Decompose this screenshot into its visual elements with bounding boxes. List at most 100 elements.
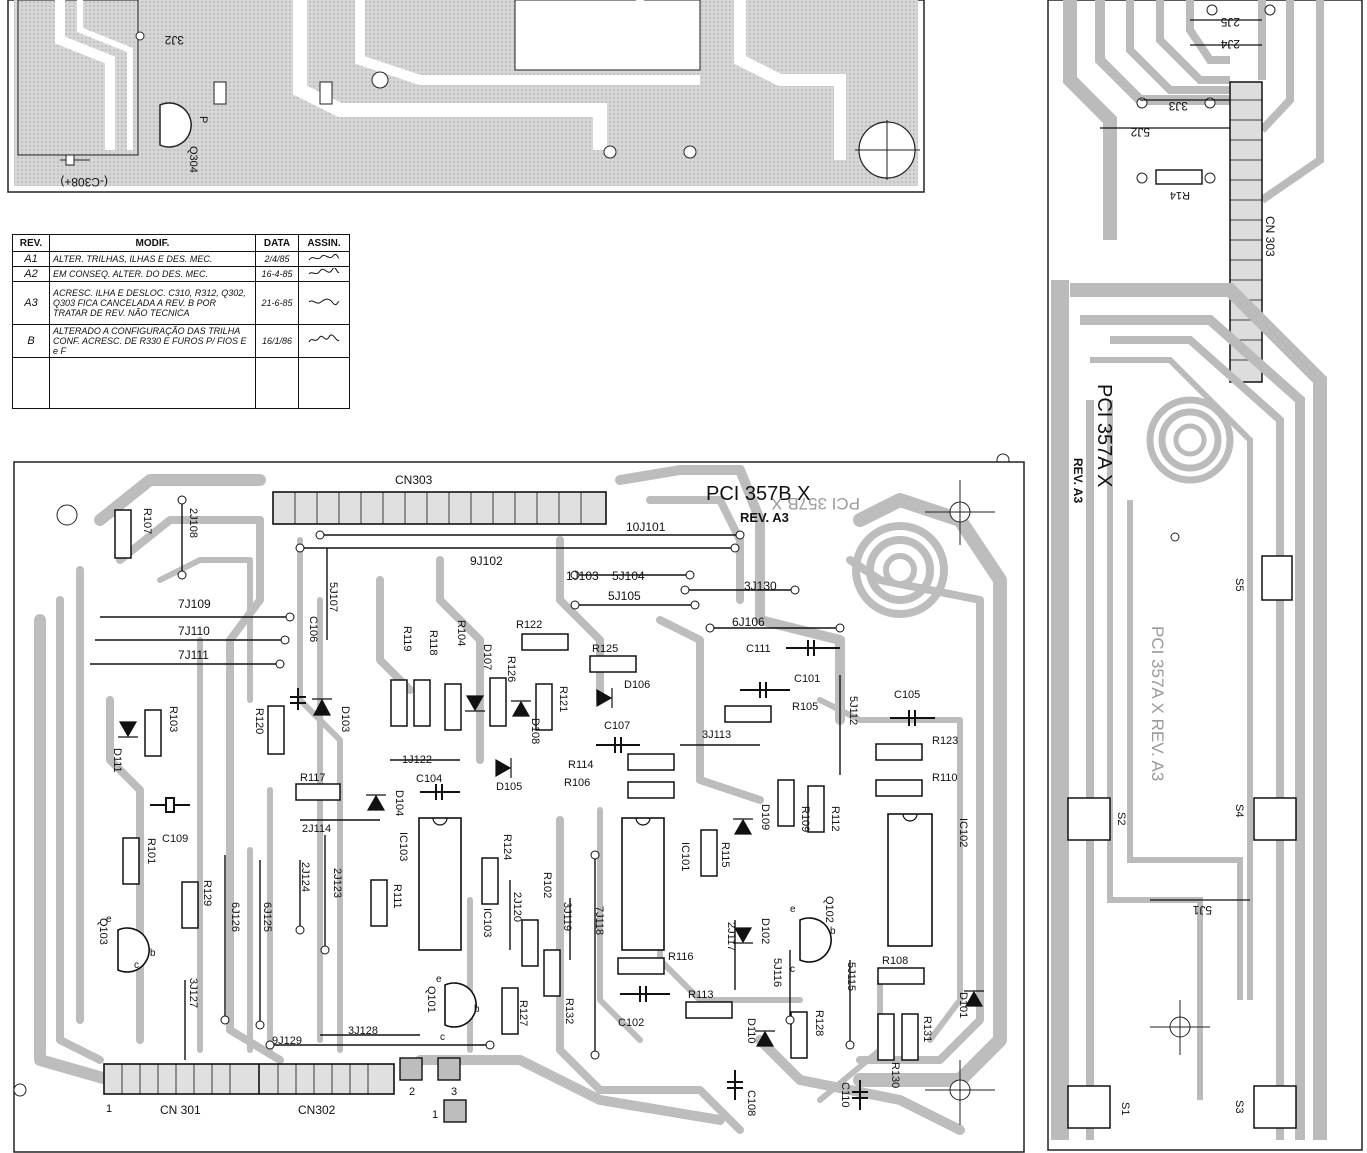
resistor-label: R116 (668, 951, 693, 963)
resistor-label: R130 (889, 1062, 901, 1088)
ic-label: IC103 (397, 832, 409, 861)
revision-signature (298, 266, 350, 282)
resistor-label: R108 (882, 955, 908, 967)
ic-label: IC103 (481, 908, 493, 937)
resistor-label: R112 (829, 806, 841, 831)
jumper-label: 2J117 (725, 922, 737, 951)
jumper-label: 9J129 (272, 1035, 302, 1047)
switch-label: S4 (1233, 804, 1245, 817)
resistor-label: R102 (541, 872, 553, 898)
resistor-label: R115 (719, 842, 731, 867)
diode-label: D103 (339, 706, 351, 732)
diode-label: D102 (759, 918, 771, 944)
switch-label: S1 (1119, 1102, 1131, 1115)
header-assin: ASSIN. (298, 234, 350, 252)
jumper-label: 5J104 (612, 569, 645, 583)
pad-label: 2 (409, 1086, 415, 1098)
jumper-label: 1J122 (402, 754, 432, 766)
transistor-pin-label: c (134, 960, 139, 971)
right-board: 2J5 2J4 3J3 5J2 R14 CN 303 PCI 357A X RE… (996, 0, 1363, 1151)
jumper-label: 5J107 (327, 582, 339, 612)
diode-label: D111 (111, 748, 123, 773)
revision-code: A1 (12, 251, 50, 267)
jumper-label: 7J118 (593, 906, 605, 935)
diode-label: D107 (481, 644, 493, 670)
jumper-label: 6J126 (229, 902, 241, 932)
jumper-label: 7J109 (178, 597, 211, 611)
transistor-pin-label: c (790, 964, 795, 975)
resistor-label: R129 (201, 880, 213, 906)
transistor-label: Q103 (97, 918, 109, 945)
right-board-jumper-label: 5J1 (1192, 903, 1212, 917)
switch-label: S2 (1115, 812, 1127, 825)
jumper-label: 2J114 (302, 823, 331, 835)
revision-signature (298, 324, 350, 358)
resistor-label: R111 (391, 884, 403, 909)
revision-code: A3 (12, 281, 50, 325)
jumper-label: 2J108 (187, 508, 199, 538)
resistor-label: R124 (501, 834, 513, 860)
resistor-label: R127 (517, 1000, 529, 1026)
transistor-pin-label: e (436, 974, 442, 985)
capacitor-label: C105 (894, 689, 920, 701)
connector-cn302-label: CN302 (298, 1103, 336, 1117)
top-board-label: 3J2 (164, 33, 184, 47)
resistor-label: R131 (921, 1016, 933, 1042)
revision-date: 21-6-85 (255, 281, 299, 325)
jumper-label: 2J124 (299, 862, 311, 892)
revision-table-header: REV. MODIF. DATA ASSIN. (12, 234, 350, 252)
transistor-pin-label: b (474, 1004, 480, 1015)
connector-cn301-label: CN 301 (160, 1103, 201, 1117)
right-board-revision: REV. A3 (1071, 458, 1085, 503)
jumper-label: 5J105 (608, 589, 641, 603)
right-board-connector-label: CN 303 (1263, 216, 1277, 257)
resistor-label: R105 (792, 701, 818, 713)
top-board: 3J2 (-C308+) Q304 P (7, 0, 925, 193)
revision-description: ALTER. TRILHAS, ILHAS E DES. MEC. (49, 251, 256, 267)
resistor-label: R123 (932, 735, 958, 747)
revision-row: B ALTERADO A CONFIGURAÇÃO DAS TRILHA CON… (12, 324, 350, 358)
resistor-label: R128 (813, 1010, 825, 1036)
jumper-label: 3J127 (187, 978, 199, 1008)
right-board-jumper-label: 5J2 (1130, 125, 1150, 139)
top-board-label: Q304 (187, 146, 199, 173)
capacitor-label: C108 (745, 1090, 757, 1116)
switch-label: S3 (1233, 1100, 1245, 1113)
jumper-label: 5J116 (771, 958, 783, 987)
resistor-label: R132 (563, 998, 575, 1024)
jumper-label: 5J112 (847, 696, 859, 725)
capacitor-label: C102 (618, 1017, 644, 1029)
header-modif: MODIF. (49, 234, 256, 252)
capacitor-label: C110 (839, 1082, 851, 1107)
capacitor-label: C106 (307, 616, 319, 642)
transistor-pin-label: b (830, 926, 836, 937)
right-board-title: PCI 357A X (1093, 384, 1115, 487)
jumper-label: 7J111 (178, 648, 209, 662)
diode-label: D110 (745, 1018, 757, 1043)
right-board-jumper-label: 3J3 (1168, 99, 1188, 113)
revision-date: 16/1/86 (255, 324, 299, 358)
main-board-revision: REV. A3 (740, 510, 789, 525)
jumper-label: 3J128 (348, 1025, 378, 1037)
top-board-label: (-C308+) (60, 175, 108, 189)
jumper-label: 7J110 (178, 624, 210, 638)
revision-description: EM CONSEQ. ALTER. DO DES. MEC. (49, 266, 256, 282)
transistor-label: Q101 (425, 986, 437, 1013)
top-board-label: P (197, 116, 209, 123)
pad-label: 1 (432, 1109, 438, 1121)
revision-description: ALTERADO A CONFIGURAÇÃO DAS TRILHA CONF.… (49, 324, 256, 358)
revision-row: A3 ACRESC. ILHA E DESLOC. C310, R312, Q3… (12, 281, 350, 325)
header-data: DATA (255, 234, 299, 252)
jumper-label: 3J130 (744, 579, 777, 593)
resistor-label: R125 (592, 643, 618, 655)
diode-label: D108 (529, 718, 541, 744)
resistor-label: R126 (505, 656, 517, 682)
jumper-label: 2J123 (331, 868, 343, 898)
ic-label: IC102 (957, 818, 969, 847)
header-rev: REV. (12, 234, 50, 252)
diode-label: D106 (624, 679, 650, 691)
right-board-jumper-label: 2J4 (1220, 37, 1240, 51)
diode-label: D105 (496, 781, 522, 793)
transistor-pin-label: e (790, 904, 796, 915)
revision-row: A1 ALTER. TRILHAS, ILHAS E DES. MEC. 2/4… (12, 251, 350, 267)
